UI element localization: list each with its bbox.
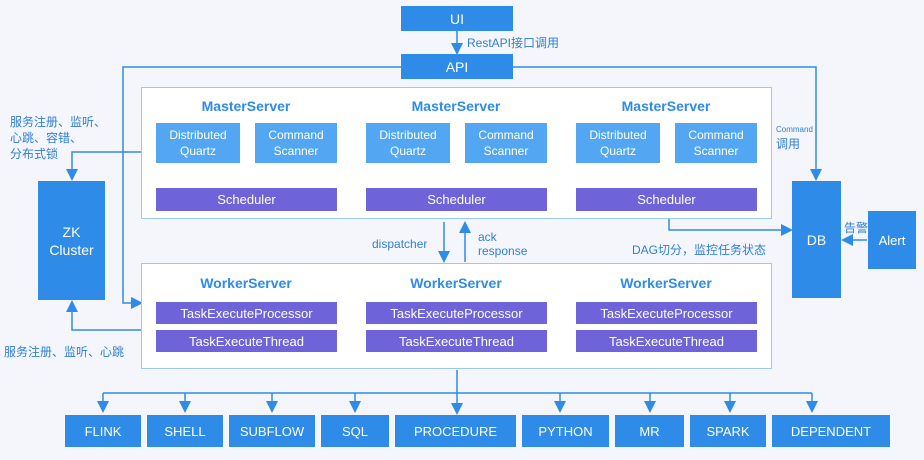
task-execute-processor-box: TaskExecuteProcessor — [366, 302, 547, 324]
distributed-quartz-box: Distributed Quartz — [366, 123, 450, 163]
db-box: DB — [792, 181, 841, 298]
ui-box: UI — [401, 6, 513, 31]
zk-service-label-top: 服务注册、监听、 心跳、容错、 分布式锁 — [10, 115, 107, 161]
task-type-box: SUBFLOW — [229, 415, 315, 447]
worker-title: WorkerServer — [620, 275, 712, 291]
task-type-box: SHELL — [147, 415, 223, 447]
rest-api-label: RestAPI接口调用 — [467, 36, 560, 50]
task-type-box: PYTHON — [522, 415, 609, 447]
dag-label: DAG切分，监控任务状态 — [632, 243, 767, 257]
task-type-box: FLINK — [65, 415, 141, 447]
ack-response-label: ack response — [478, 230, 528, 258]
command-label: Command — [776, 125, 813, 134]
master-title: MasterServer — [411, 98, 501, 114]
task-type-box: SPARK — [690, 415, 766, 447]
zk-service-label-bottom: 服务注册、监听、心跳 — [4, 345, 125, 359]
task-execute-thread-box: TaskExecuteThread — [366, 330, 547, 352]
task-type-box: DEPENDENT — [772, 415, 890, 447]
master-title: MasterServer — [201, 98, 291, 114]
task-execute-processor-box: TaskExecuteProcessor — [576, 302, 757, 324]
worker-title: WorkerServer — [200, 275, 292, 291]
task-type-box: PROCEDURE — [395, 415, 516, 447]
task-execute-thread-box: TaskExecuteThread — [576, 330, 757, 352]
task-type-box: MR — [615, 415, 684, 447]
zk-cluster-box: ZK Cluster — [38, 181, 105, 300]
task-type-box: SQL — [321, 415, 389, 447]
distributed-quartz-box: Distributed Quartz — [156, 123, 240, 163]
master-title: MasterServer — [621, 98, 711, 114]
command-scanner-box: Command Scanner — [465, 123, 547, 163]
alarm-label: 告警 — [844, 221, 869, 235]
scheduler-box: Scheduler — [156, 188, 337, 211]
dispatcher-label: dispatcher — [372, 237, 428, 251]
command-call-label: 调用 — [776, 137, 801, 151]
alert-box: Alert — [868, 211, 916, 269]
task-execute-processor-box: TaskExecuteProcessor — [156, 302, 337, 324]
command-scanner-box: Command Scanner — [675, 123, 757, 163]
scheduler-box: Scheduler — [366, 188, 547, 211]
worker-title: WorkerServer — [410, 275, 502, 291]
scheduler-box: Scheduler — [576, 188, 757, 211]
distributed-quartz-box: Distributed Quartz — [576, 123, 660, 163]
api-box: API — [401, 54, 513, 79]
command-scanner-box: Command Scanner — [255, 123, 337, 163]
task-execute-thread-box: TaskExecuteThread — [156, 330, 337, 352]
